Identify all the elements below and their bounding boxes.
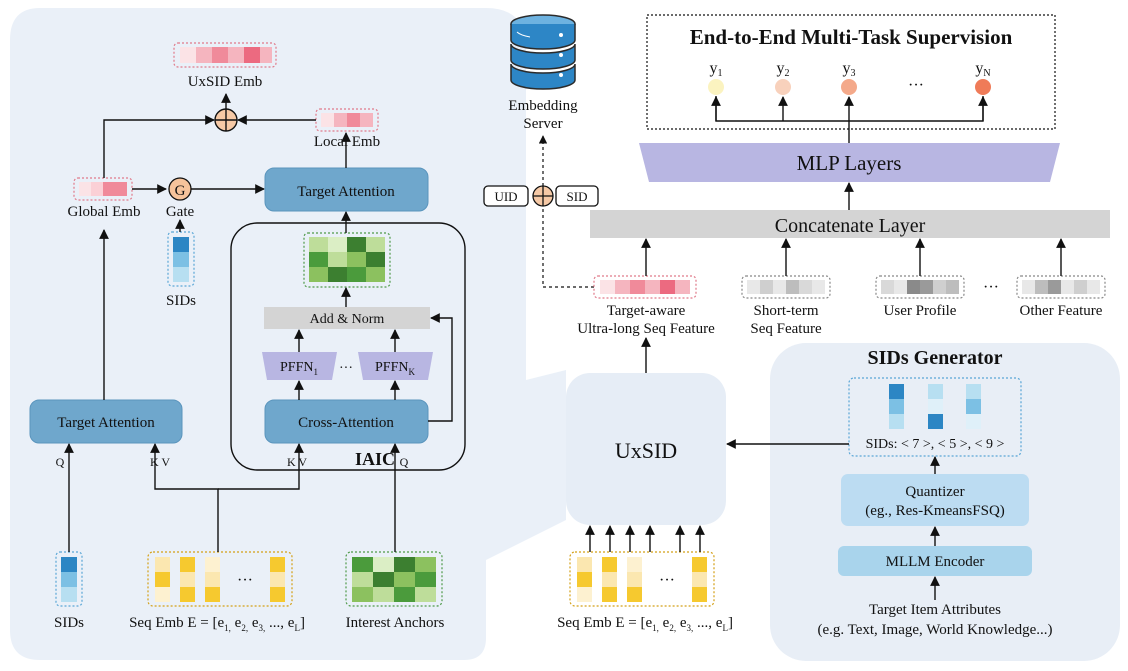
local-emb-label: Local Emb: [314, 134, 380, 150]
add-norm-label: Add & Norm: [310, 312, 385, 327]
seq-emb-middle-label: Seq Emb E = [e1, e2, e3, ..., eL]: [557, 615, 733, 633]
feature-dots: ···: [983, 279, 999, 296]
task-dot-y1: [708, 79, 724, 95]
database-icon: [510, 14, 576, 90]
target-attention-left-label: Target Attention: [57, 415, 155, 431]
quantizer-line2: (eg., Res-KmeansFSQ): [865, 503, 1005, 519]
target-attention-left-box: [29, 399, 183, 444]
sids-generator-title: SIDs Generator: [868, 347, 1003, 369]
feature-2-line2: Seq Feature: [750, 321, 822, 337]
feature-3-line1: User Profile: [884, 303, 957, 319]
iaic-output-chip: [303, 232, 391, 288]
sids-bottom-label: SIDs: [54, 615, 84, 631]
mllm-encoder-box: [838, 546, 1032, 576]
sids-codes-label: SIDs: < 7 >, < 5 >, < 9 >: [866, 437, 1005, 452]
global-emb-label: Global Emb: [68, 204, 141, 220]
feature-1-line1: Target-aware: [607, 303, 686, 319]
seq-emb-middle-dots: ···: [659, 572, 675, 589]
q-left-label: Q: [56, 455, 65, 469]
feature-chip-other: [1016, 275, 1106, 299]
task-dot-y2: [775, 79, 791, 95]
pffn-k-label: PFFNK: [375, 360, 415, 377]
add-icon: [214, 108, 238, 132]
sids-upper-chip: [167, 231, 195, 287]
feature-chip-short-term: [741, 275, 831, 299]
concat-plus-icon: [532, 185, 554, 207]
mlp-layers-box: [639, 143, 1060, 182]
cross-attention-label: Cross-Attention: [298, 415, 394, 431]
interest-anchors-label: Interest Anchors: [346, 615, 445, 631]
supervision-box: [646, 14, 1056, 130]
supervision-title: End-to-End Multi-Task Supervision: [690, 25, 1013, 49]
feature-4-line1: Other Feature: [1020, 303, 1103, 319]
mlp-layers-label: MLP Layers: [797, 151, 902, 175]
target-item-line1: Target Item Attributes: [869, 602, 1001, 618]
local-emb-chip: [315, 108, 379, 132]
seq-emb-left-label: Seq Emb E = [e1, e2, e3, ..., eL]: [129, 615, 305, 633]
feature-chip-target-aware: [593, 275, 697, 299]
uxsid-box: [566, 373, 726, 525]
seq-emb-left-dots: ···: [237, 572, 253, 589]
pffn-k-box: [358, 352, 433, 380]
sid-box: [555, 185, 599, 207]
mllm-encoder-label: MLLM Encoder: [886, 554, 985, 570]
concatenate-layer-label: Concatenate Layer: [775, 215, 926, 237]
seq-emb-left-chip: [147, 551, 293, 607]
panel-connector: [486, 370, 566, 560]
task-dot-yN: [975, 79, 991, 95]
uxsid-emb-chip: [173, 42, 277, 68]
q-iaic-label: Q: [400, 455, 409, 469]
feature-2-line1: Short-term: [754, 303, 819, 319]
target-attention-top-label: Target Attention: [297, 184, 395, 200]
uid-box: [483, 185, 529, 207]
gate-label: Gate: [166, 204, 195, 220]
target-item-line2: (e.g. Text, Image, World Knowledge...): [817, 622, 1052, 638]
concatenate-layer-box: [590, 210, 1110, 238]
uxsid-label: UxSID: [615, 438, 677, 463]
uid-label: UID: [494, 189, 517, 204]
pffn-1-label: PFFN1: [280, 360, 318, 377]
embedding-server-line2: Server: [523, 116, 562, 132]
seq-emb-middle-chip: [569, 551, 715, 607]
svg-text:G: G: [175, 183, 186, 199]
sid-label: SID: [567, 189, 588, 204]
sids-codes-chip: [848, 377, 1022, 457]
gate-icon: G: [168, 177, 192, 201]
interest-anchors-chip: [345, 551, 443, 607]
kv-iaic-label: K V: [287, 455, 307, 469]
sids-upper-label: SIDs: [166, 293, 196, 309]
iaic-label: IAIC: [355, 449, 395, 469]
embedding-server-line1: Embedding: [508, 98, 578, 114]
uxsid-emb-label: UxSID Emb: [188, 74, 263, 90]
task-dots: ···: [908, 77, 924, 94]
pffn-1-box: [262, 352, 337, 380]
iaic-container: [230, 222, 466, 471]
quantizer-box: [841, 474, 1029, 526]
feature-chip-user-profile: [875, 275, 965, 299]
quantizer-line1: Quantizer: [905, 484, 964, 500]
pffn-dots: ···: [339, 361, 353, 376]
kv-left-label: K V: [150, 455, 170, 469]
add-norm-box: [264, 307, 430, 329]
feature-1-line2: Ultra-long Seq Feature: [577, 321, 715, 337]
task-dot-y3: [841, 79, 857, 95]
left-panel-background: [10, 8, 595, 660]
global-emb-chip: [73, 177, 133, 201]
